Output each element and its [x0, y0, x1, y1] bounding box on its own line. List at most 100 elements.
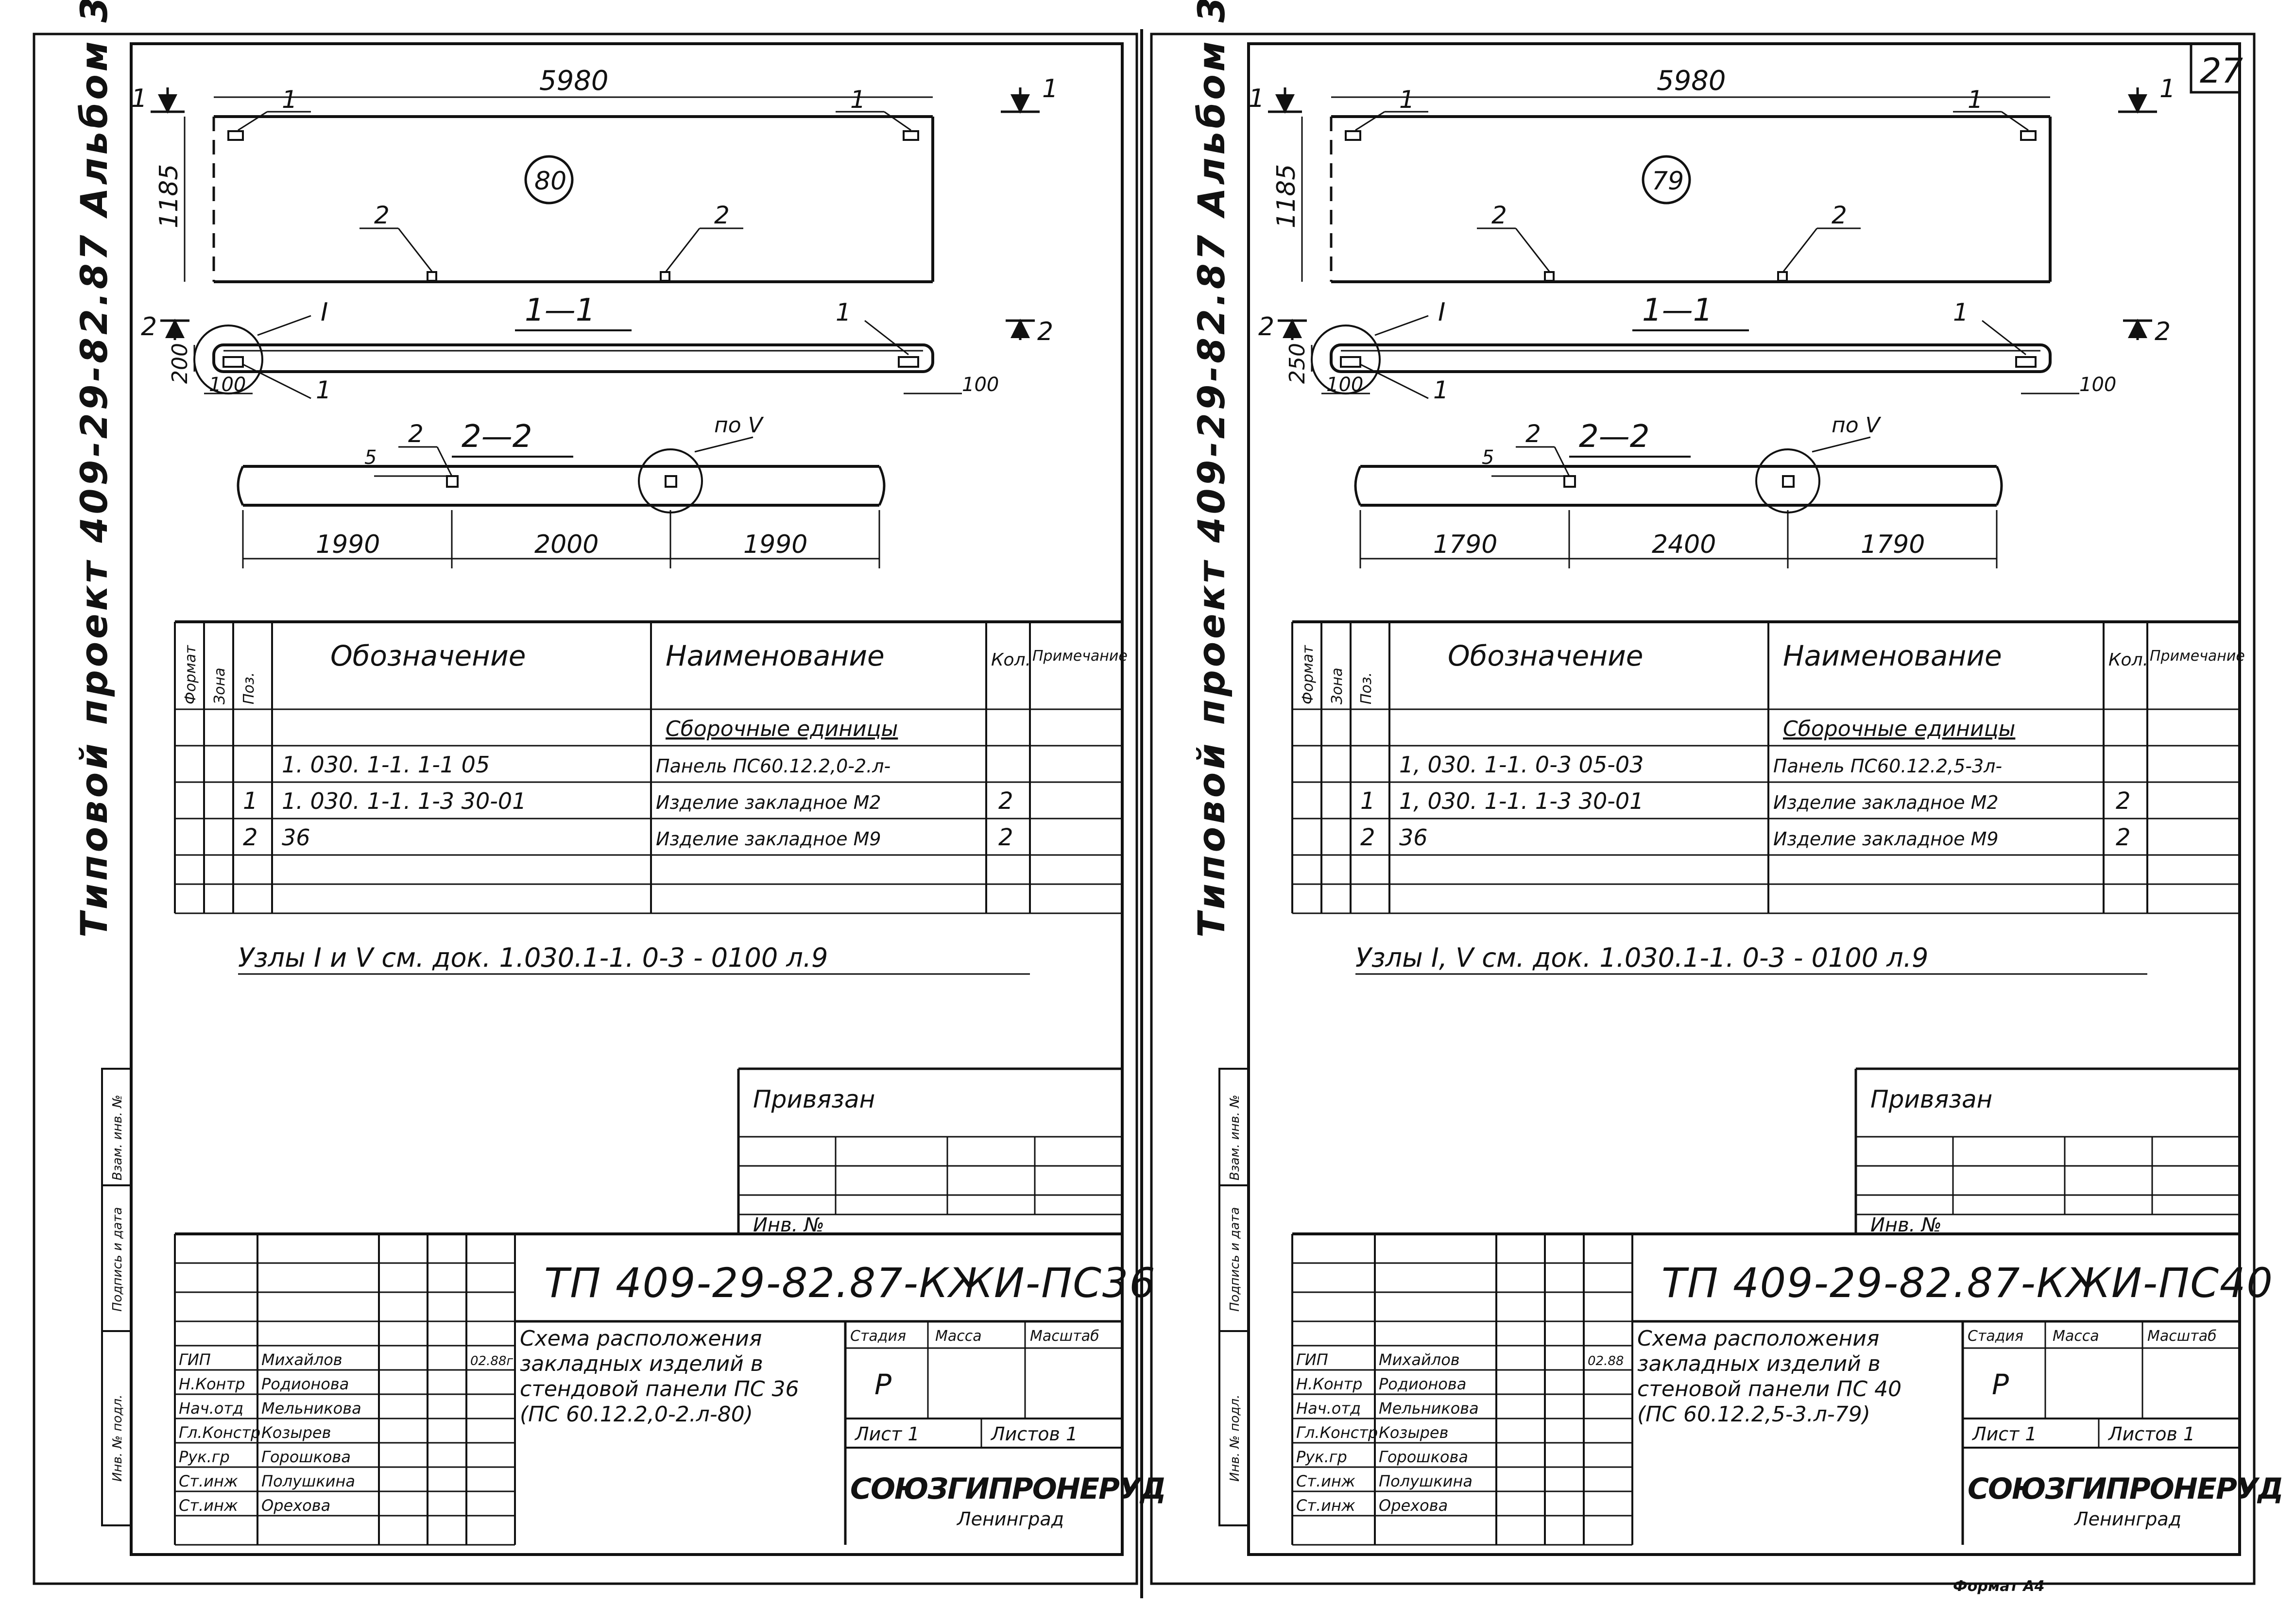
- spec-header: Наименование: [1783, 639, 2002, 672]
- plan-length-dim: 5980: [539, 65, 609, 97]
- spec-header: Кол.: [991, 650, 1031, 670]
- plan-pos-label: 2: [1832, 201, 1847, 229]
- page-number-box: [2190, 42, 2241, 94]
- format-label: Формат А4: [1953, 1578, 2045, 1595]
- left-margin-label: Подпись и дата: [1228, 1207, 1242, 1312]
- depth-dim: 5: [364, 446, 377, 469]
- plan-pos-label: 1: [1968, 85, 1983, 114]
- line: [1554, 446, 1570, 477]
- spec-group-title: Сборочные единицы: [1783, 717, 2015, 741]
- date-label: 02.88г: [470, 1354, 513, 1368]
- role-label: Гл.Констр: [179, 1423, 260, 1442]
- line: [2001, 111, 2029, 131]
- role-label: Нач.отд: [179, 1399, 243, 1418]
- embedded-item: [227, 130, 244, 141]
- person-name: Родионова: [261, 1375, 349, 1393]
- section-pos-label: 2: [408, 420, 424, 448]
- line: [665, 228, 701, 273]
- line: [242, 363, 311, 399]
- line: [1355, 111, 1385, 131]
- section-mark: 2: [2155, 317, 2171, 346]
- line: [397, 228, 433, 273]
- line: [257, 315, 311, 336]
- embedded-item: [903, 130, 919, 141]
- section-pos-label: 1: [1953, 298, 1969, 326]
- spec-name: Изделие закладное М9: [1773, 828, 1999, 850]
- depth-dim: 5: [1482, 446, 1494, 469]
- line: [1812, 436, 1871, 453]
- line: [864, 320, 909, 356]
- role-label: Ст.инж: [179, 1496, 238, 1515]
- node-circle: [638, 448, 703, 513]
- section-title: 2—2: [462, 419, 532, 455]
- node-label: I: [321, 298, 328, 327]
- dim-right: 1790: [1861, 530, 1925, 559]
- spec-designation: 1, 030. 1-1. 0-3 05-03: [1399, 752, 1644, 778]
- person-name: Полушкина: [1379, 1472, 1473, 1490]
- node-label: I: [1438, 298, 1445, 327]
- embedded-item: [1777, 271, 1788, 282]
- plan-height-dim: 1185: [154, 164, 184, 228]
- spec-header: Зона: [1329, 667, 1346, 704]
- embedded-item: [660, 271, 670, 282]
- outer-frame: [33, 33, 1138, 1585]
- spec-qty: 2: [998, 787, 1013, 815]
- spec-header: Поз.: [1358, 672, 1375, 704]
- spec-name: Панель ПС60.12.2,0-2.л-: [656, 755, 891, 777]
- person-name: Полушкина: [261, 1472, 355, 1490]
- line: [1782, 228, 1818, 273]
- section-thickness: 250: [1285, 343, 1310, 384]
- person-name: Горошкова: [261, 1448, 351, 1466]
- plan-pos-label: 1: [282, 85, 297, 114]
- spec-qty: 2: [2116, 787, 2131, 815]
- plan-height-dim: 1185: [1272, 164, 1301, 228]
- node-circle: [1755, 448, 1820, 513]
- stage-label: Стадия: [1968, 1328, 2023, 1345]
- line: [1982, 320, 2026, 356]
- spec-header: Формат: [1300, 645, 1317, 704]
- embedded-item: [2020, 130, 2037, 141]
- node-ref-label: по V: [1832, 413, 1882, 438]
- plan-pos-label: 1: [850, 85, 866, 114]
- spec-pos: 2: [243, 824, 258, 851]
- section-pos-label: 1: [316, 376, 331, 404]
- embedded-item: [427, 271, 437, 282]
- line: [436, 446, 453, 477]
- line: [1360, 363, 1429, 399]
- binding-label: Привязан: [753, 1085, 875, 1113]
- left-margin-label: Взам. инв. №: [110, 1094, 125, 1180]
- embedded-item: [2015, 356, 2037, 368]
- sheets-total: Листов 1: [990, 1423, 1078, 1445]
- embedded-item: [223, 356, 244, 368]
- embedded-item: [1782, 475, 1795, 488]
- spec-header: Зона: [211, 667, 228, 704]
- role-label: Ст.инж: [179, 1472, 238, 1490]
- organization-name: СОЮЗГИПРОНЕРУД: [1968, 1472, 2283, 1506]
- offset-dim: 100: [209, 374, 246, 396]
- embedded-item: [898, 356, 919, 368]
- section-pos-label: 1: [1433, 376, 1449, 404]
- stage-value: Р: [874, 1368, 891, 1401]
- line: [694, 436, 754, 453]
- role-label: Н.Контр: [1296, 1375, 1362, 1393]
- offset-dim: 100: [962, 374, 999, 396]
- spec-name: Панель ПС60.12.2,5-3л-: [1773, 755, 2002, 777]
- role-label: Н.Контр: [179, 1375, 245, 1393]
- document-code: ТП 409-29-82.87-КЖИ-ПС40: [1661, 1259, 2274, 1307]
- dim-mid: 2000: [534, 530, 599, 559]
- person-name: Родионова: [1379, 1375, 1466, 1393]
- spec-header: Наименование: [666, 639, 885, 672]
- document-code: ТП 409-29-82.87-КЖИ-ПС36: [544, 1259, 1156, 1307]
- embedded-item: [1340, 356, 1361, 368]
- role-label: Рук.гр: [179, 1448, 230, 1466]
- spec-name: Изделие закладное М9: [656, 828, 881, 850]
- spec-name: Изделие закладное М2: [656, 792, 881, 813]
- spec-pos: 2: [1360, 824, 1375, 851]
- person-name: Михайлов: [1379, 1350, 1460, 1369]
- line: [1374, 315, 1429, 336]
